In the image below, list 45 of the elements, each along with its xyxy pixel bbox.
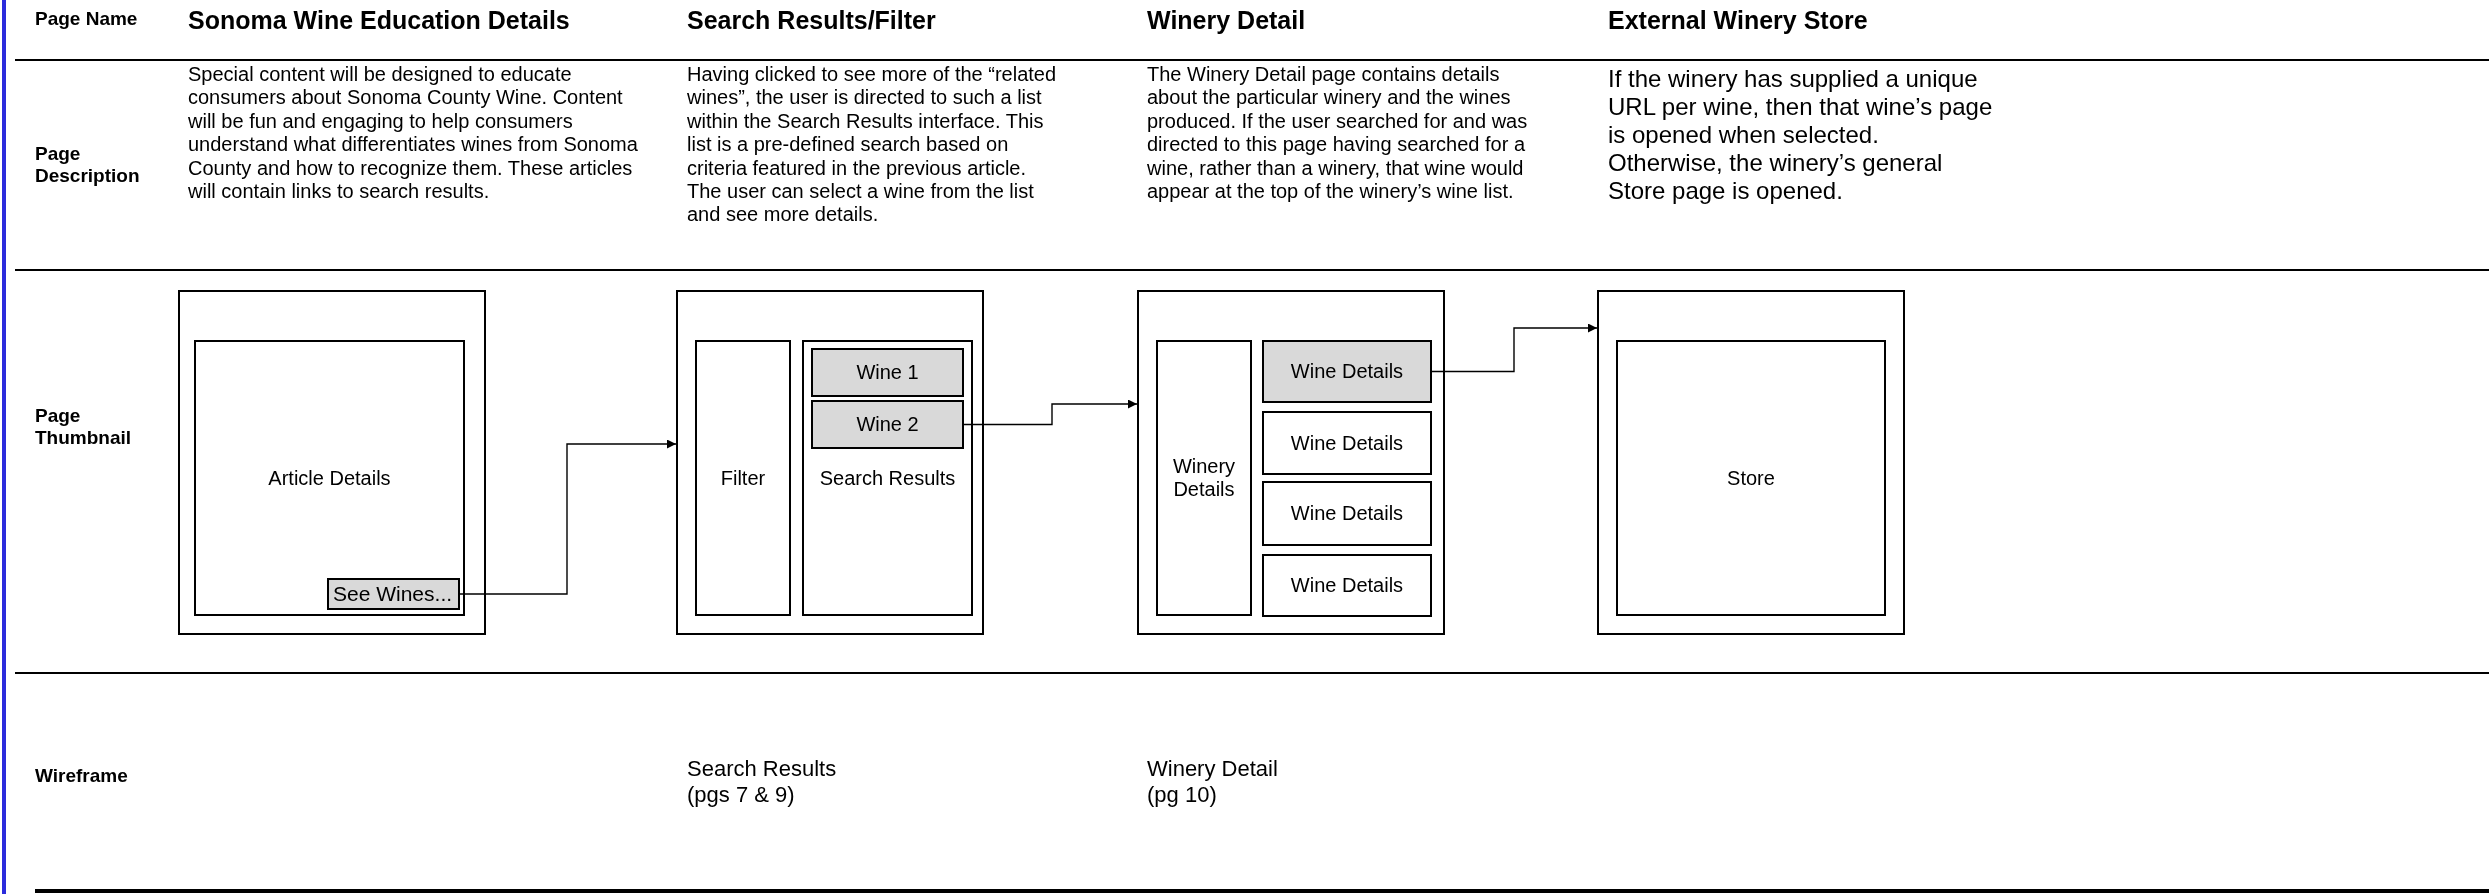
page-frame [676, 290, 984, 635]
row-header: Page Name [35, 8, 138, 31]
node-label: Search Results [819, 466, 956, 490]
node-label: Store [1727, 466, 1775, 490]
wine-item [1262, 481, 1432, 546]
column-heading: External Winery Store [1608, 6, 1868, 36]
results-panel [802, 340, 973, 616]
store-panel [1616, 340, 1886, 616]
node-label: Article Details [268, 466, 391, 490]
node-label: Filter [720, 466, 766, 490]
wine-item [1262, 340, 1432, 403]
column-heading: Search Results/Filter [687, 6, 936, 36]
arrow [459, 439, 677, 595]
description-text: Having clicked to see more of the “related wines”, the user is directed to such a list within the Search Results interface. This list is a pre-defined search based on criteria featured in the previous article. The user can select a wine from the list and see more details. [687, 63, 1058, 227]
node-label: See Wines... [333, 582, 453, 606]
row-header: Wireframe [35, 765, 128, 788]
description-text: The Winery Detail page contains details about the particular winery and the wines produced. If the user searched for and was directed to this page having searched for a wine, rather than a winery, that wine would appear at the top of the winery’s wine list. [1147, 63, 1529, 204]
arrow [1431, 323, 1598, 373]
wine-item [1262, 411, 1432, 475]
wireframe-reference: Winery Detail (pg 10) [1147, 756, 1279, 808]
result-item [811, 400, 964, 449]
result-item [811, 348, 964, 397]
node-label: Wine Details [1290, 431, 1404, 455]
node-label: Wine Details [1290, 502, 1404, 525]
page-frame [178, 290, 486, 635]
filter-panel [695, 340, 791, 616]
arrow [963, 399, 1138, 426]
row-header: Page Thumbnail [35, 405, 133, 450]
winery-panel [1156, 340, 1252, 616]
content-panel [194, 340, 465, 616]
wireframe-reference: Search Results (pgs 7 & 9) [687, 756, 838, 808]
column-heading: Sonoma Wine Education Details [188, 6, 570, 36]
page-frame [1137, 290, 1445, 635]
wine-item [1262, 554, 1432, 617]
node-label: Wine 2 [856, 413, 919, 436]
row-header: Page Description [35, 143, 141, 188]
node-label: Wine 1 [856, 361, 919, 384]
node-label: Wine Details [1290, 574, 1404, 597]
page-frame [1597, 290, 1905, 635]
node-label: Wine Details [1290, 360, 1404, 383]
see-wines-button [327, 578, 460, 610]
description-text: If the winery has supplied a unique URL per wine, then that wine’s page is opened when selected. Otherwise, the winery’s general Store page is opened. [1608, 65, 1994, 206]
node-label: Winery Details [1171, 455, 1237, 501]
column-heading: Winery Detail [1147, 6, 1306, 36]
description-text: Special content will be designed to educate consumers about Sonoma County Wine. Content will be fun and engaging to help consumers understand what differentiates wines from Sonoma County and how to recognize them. These articles will contain links to search results. [188, 63, 638, 204]
